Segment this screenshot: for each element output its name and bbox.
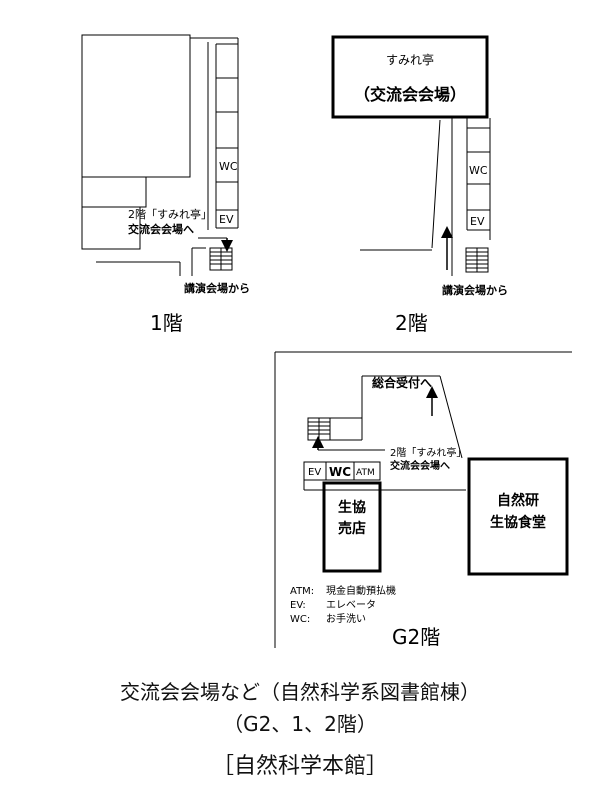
legend-ev-key: EV: — [290, 600, 306, 611]
floorG2-reception-label: 総合受付へ — [372, 375, 432, 390]
floor2-wc-label: WC — [469, 164, 488, 177]
floorG2-wc-label: WC — [329, 465, 351, 479]
floorG2-cafeteria — [467, 457, 569, 576]
floor2-map — [331, 35, 491, 276]
floorG2-coop-store — [322, 481, 382, 573]
floor1-small-block — [81, 206, 141, 250]
floorG2-coop-line1: 生協 — [338, 499, 366, 516]
floor1-map — [81, 34, 239, 276]
floor1-from-label: 講演会場から — [184, 281, 250, 295]
floorG2-atm-box — [353, 461, 381, 481]
floorG2-title: G2階 — [392, 625, 440, 649]
floor1-title: 1階 — [150, 311, 183, 335]
floor1-note-line1: 2階「すみれ亭」 — [128, 207, 212, 221]
caption-line1: 交流会会場など（自然科学系図書館棟） — [120, 680, 480, 704]
legend-wc-value: お手洗い — [326, 612, 366, 625]
floorG2-note-line2: 交流会会場へ — [390, 459, 450, 472]
caption-line2: （G2、1、2階） — [223, 712, 377, 736]
legend-atm-value: 現金自動預払機 — [326, 584, 396, 597]
legend-atm-key: ATM: — [290, 586, 314, 597]
legend-ev-value: エレベータ — [326, 599, 376, 611]
floor2-venue-box — [331, 35, 489, 119]
floorG2-cafeteria-line2: 生協食堂 — [490, 514, 546, 531]
floorG2-labels: 総合受付へ 2階「すみれ亭」 交流会会場へ EV WC ATM 生協 売店 自然… — [290, 375, 546, 649]
floor2-title: 2階 — [395, 311, 428, 335]
floor1-ev-label: EV — [219, 213, 234, 226]
floorG2-ev-label: EV — [308, 467, 321, 478]
floor2-ev-label: EV — [470, 215, 485, 228]
caption-line3: ［自然科学本館］ — [211, 754, 388, 779]
floor1-labels: WC EV 2階「すみれ亭」 交流会会場へ 講演会場から 1階 — [128, 160, 250, 335]
legend-wc-key: WC: — [290, 614, 310, 625]
floor2-labels: すみれ亭 （交流会会場） WC EV 講演会場から 2階 — [354, 52, 508, 335]
floor2-venue-name: すみれ亭 — [386, 52, 434, 67]
floor1-annex-block — [81, 176, 147, 208]
floorG2-cafeteria-line1: 自然研 — [497, 492, 539, 509]
floorG2-map — [274, 351, 572, 648]
floor1-wc-label: WC — [219, 160, 238, 173]
floorG2-coop-line2: 売店 — [338, 520, 366, 537]
floor2-from-label: 講演会場から — [442, 283, 508, 297]
floor1-note-line2: 交流会会場へ — [128, 222, 194, 236]
floorG2-atm-label: ATM — [356, 468, 375, 478]
floor2-venue-sub: （交流会会場） — [354, 85, 466, 104]
floor1-large-building — [81, 34, 191, 178]
floorG2-note-line1: 2階「すみれ亭」 — [390, 446, 466, 459]
